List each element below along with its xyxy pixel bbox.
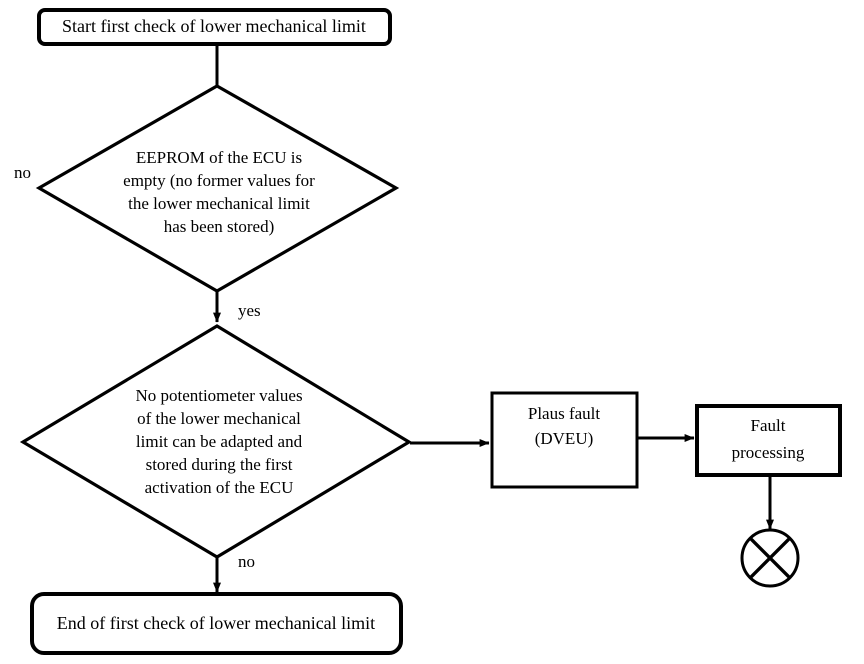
edge-label-potentiometer-no: no (238, 552, 255, 571)
end-node (30, 592, 403, 655)
decision-potentiometer-line4: stored during the first (146, 455, 293, 474)
decision-potentiometer-line5: activation of the ECU (145, 478, 294, 497)
decision-eeprom-line2: empty (no former values for (123, 171, 315, 190)
decision-eeprom-line4: has been stored) (164, 217, 274, 236)
plaus-fault-line1: Plaus fault (528, 404, 601, 423)
decision-eeprom-line3: the lower mechanical limit (128, 194, 310, 213)
decision-eeprom-line1: EEPROM of the ECU is (136, 148, 302, 167)
edge-label-eeprom-no: no (14, 163, 31, 182)
end-node-label: End of first check of lower mechanical l… (57, 613, 375, 633)
decision-potentiometer-line3: limit can be adapted and (136, 432, 303, 451)
edge-label-eeprom-yes: yes (238, 301, 261, 320)
decision-potentiometer-line2: of the lower mechanical (137, 409, 301, 428)
start-node (37, 8, 392, 46)
decision-potentiometer-line1: No potentiometer values (135, 386, 302, 405)
plaus-fault-line2: (DVEU) (535, 429, 594, 448)
plaus-fault-node (490, 391, 639, 489)
terminator-node (740, 528, 800, 588)
decision-potentiometer-node (19, 324, 413, 559)
decision-eeprom-node (35, 84, 400, 293)
fault-processing-node (695, 404, 842, 477)
fault-processing-line2: processing (732, 443, 805, 462)
start-node-label: Start first check of lower mechanical li… (62, 16, 366, 36)
fault-processing-line1: Fault (751, 416, 786, 435)
